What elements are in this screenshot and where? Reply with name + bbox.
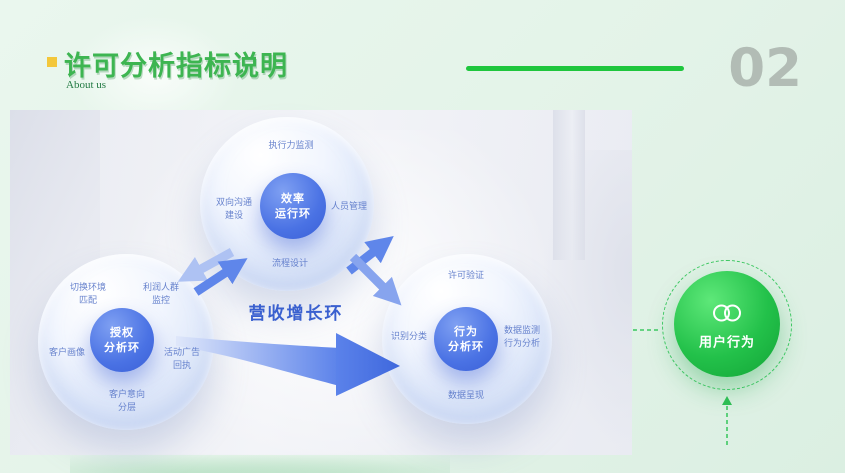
label-line: 回执 [172,361,192,371]
label-line: 监控 [151,296,171,306]
page-number: 02 [728,38,802,99]
photo-shape [542,150,632,450]
right-node-label-top: 许可验证 [447,271,485,281]
overlapping-circles-icon [713,304,741,322]
label-line: 活动广告 [163,348,201,358]
page-title: 许可分析指标说明 [64,51,288,82]
label-line: 行为分析 [503,339,541,349]
label-line: 数据监测 [503,326,541,336]
label-line: 分层 [117,403,137,413]
label-line: 双向沟通 [215,198,253,208]
diagram-center-label: 营收增长环 [248,304,344,324]
top-node-core-line1: 效率 [281,192,305,205]
right-node-core-line2: 分析环 [448,340,484,353]
label-line: 利润人群 [142,283,180,293]
left-node-label-left: 客户画像 [48,348,86,358]
label-line: 客户意向 [108,390,146,400]
right-node-core-line1: 行为 [454,325,478,338]
left-node-core-line2: 分析环 [104,341,140,354]
top-node-label-top: 执行力监测 [268,141,314,151]
side-circle [674,271,780,377]
left-node-label-topright: 利润人群 监控 [143,282,179,308]
dashed-arrowhead-up [722,396,732,405]
label-line: 切换环境 [69,283,107,293]
left-node-label-topleft: 切换环境 匹配 [70,282,106,308]
right-node-label-bottom: 数据呈现 [447,391,485,401]
left-node-label-bottom: 客户意向 分层 [109,389,145,415]
left-node-core: 授权 分析环 [90,308,154,372]
label-line: 建设 [224,211,244,221]
header-divider-line [466,66,684,71]
top-node-label-bottom: 流程设计 [271,259,309,269]
title-bullet [47,57,57,67]
bottom-wave-decoration [70,453,450,473]
page-subtitle: About us [66,79,107,91]
left-node-core-line1: 授权 [110,326,134,339]
right-node-label-right: 数据监测 行为分析 [504,325,540,351]
right-node-core: 行为 分析环 [434,307,498,371]
right-node-label-left: 识别分类 [390,332,428,342]
left-node-label-right: 活动广告 回执 [164,347,200,373]
top-node-label-left: 双向沟通 建设 [216,197,252,223]
label-line: 匹配 [78,296,98,306]
side-circle-dashed-ring [662,260,792,390]
top-node-label-right: 人员管理 [330,202,368,212]
top-node-core-line2: 运行环 [275,207,311,220]
side-circle-label: 用户行为 [698,335,756,351]
top-node-core: 效率 运行环 [260,173,326,239]
